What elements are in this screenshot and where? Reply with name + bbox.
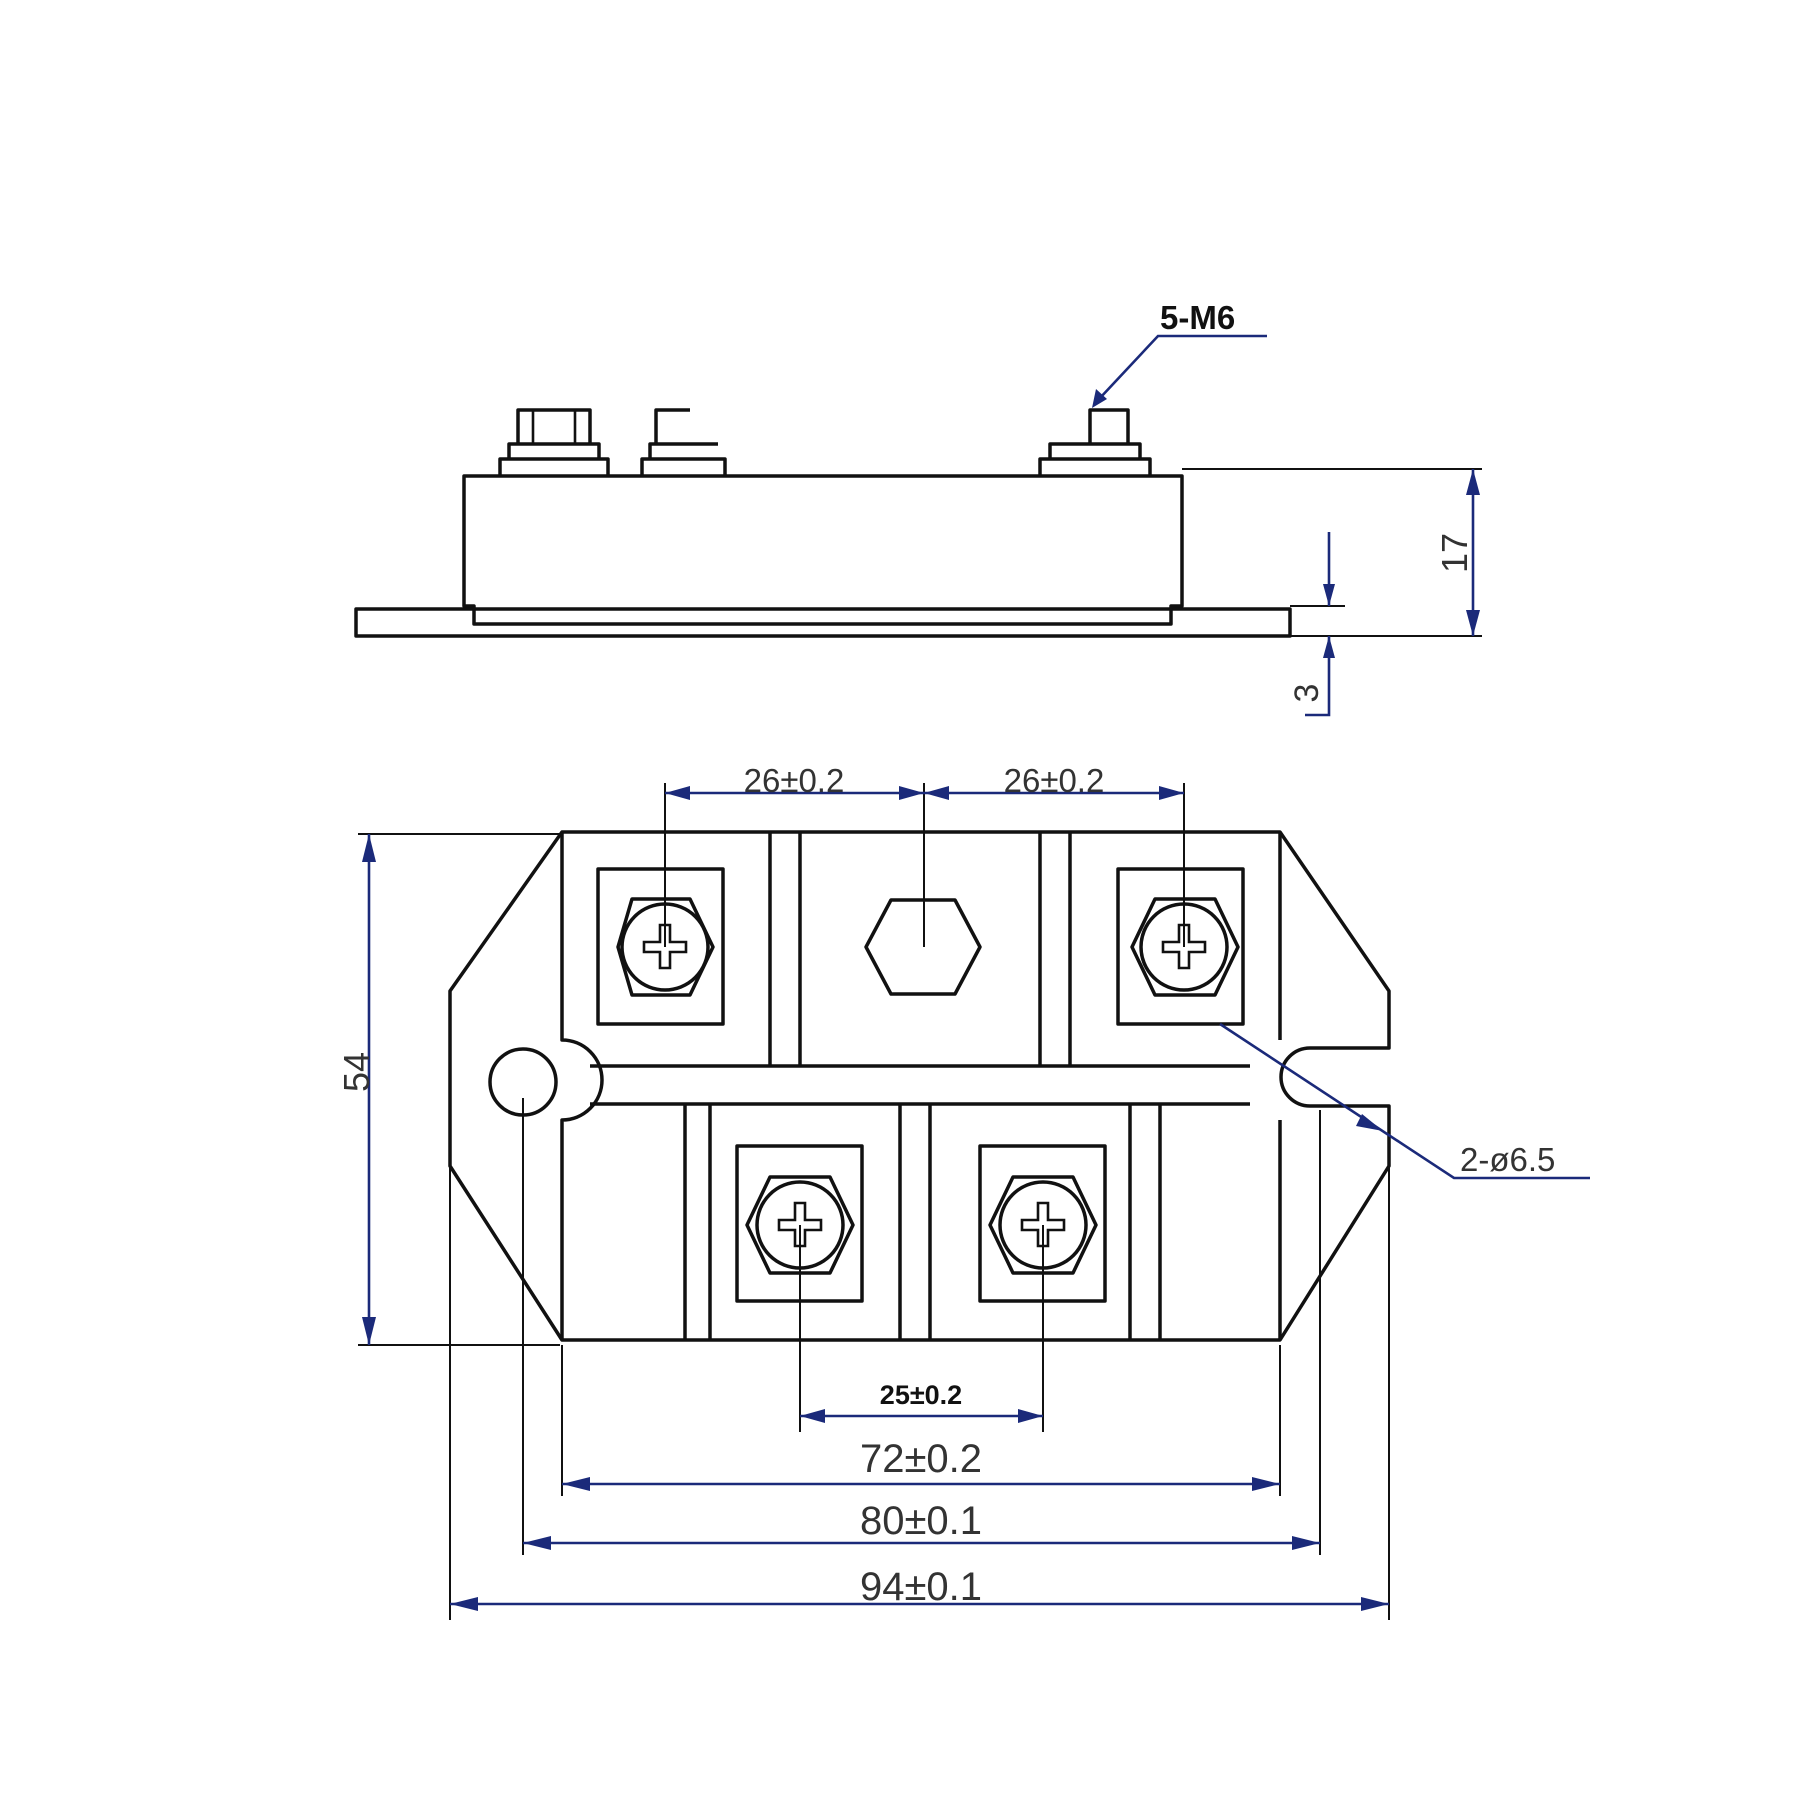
- overall-width-dimension-label: 94±0.1: [860, 1565, 982, 1609]
- overall-width-dimension: 94±0.1: [450, 1565, 1389, 1611]
- top-view: 26±0.2 26±0.2 54 2-ø6.5: [336, 762, 1590, 1620]
- pitch-dimension-bottom-label: 25±0.2: [880, 1380, 962, 1410]
- base-thickness-dimension-label: 3: [1288, 684, 1326, 703]
- hole-callout-label: 2-ø6.5: [1460, 1141, 1555, 1178]
- height-dimension-top: 54: [336, 833, 560, 1346]
- side-terminal-2: [640, 408, 727, 476]
- body-width-dimension-label: 72±0.2: [860, 1437, 982, 1481]
- terminal-top-right: [1116, 867, 1245, 1026]
- thread-callout: 5-M6: [1092, 299, 1267, 408]
- terminal-top-left: [596, 867, 725, 1026]
- base-thickness-dimension: 3: [1288, 532, 1345, 717]
- thread-callout-arrow: [1092, 389, 1107, 408]
- pitch-dimension-top-right-label: 26±0.2: [1004, 762, 1105, 799]
- side-body: [462, 474, 1184, 626]
- hole-callout: 2-ø6.5: [1219, 1022, 1590, 1180]
- pitch-dimension-top-left-label: 26±0.2: [744, 762, 845, 799]
- hole-spacing-dimension: 80±0.1: [523, 1499, 1320, 1550]
- pitch-dimension-top-left: 26±0.2: [665, 762, 924, 800]
- body-width-dimension: 72±0.2: [562, 1437, 1280, 1491]
- pitch-dimension-top-right: 26±0.2: [924, 762, 1184, 800]
- terminal-top-center: [864, 898, 982, 996]
- height-dimension-side: 17: [1182, 468, 1482, 637]
- hole-spacing-dimension-label: 80±0.1: [860, 1499, 982, 1543]
- pitch-dimension-bottom: 25±0.2: [800, 1380, 1043, 1423]
- side-view: 5-M6 17 3: [354, 299, 1482, 717]
- side-terminal-3: [1038, 408, 1152, 476]
- thread-callout-label: 5-M6: [1160, 299, 1235, 336]
- height-dimension-top-label: 54: [336, 1052, 377, 1092]
- top-outline: [448, 830, 1391, 1342]
- height-dimension-side-label: 17: [1434, 533, 1475, 573]
- side-terminal-1: [498, 408, 610, 476]
